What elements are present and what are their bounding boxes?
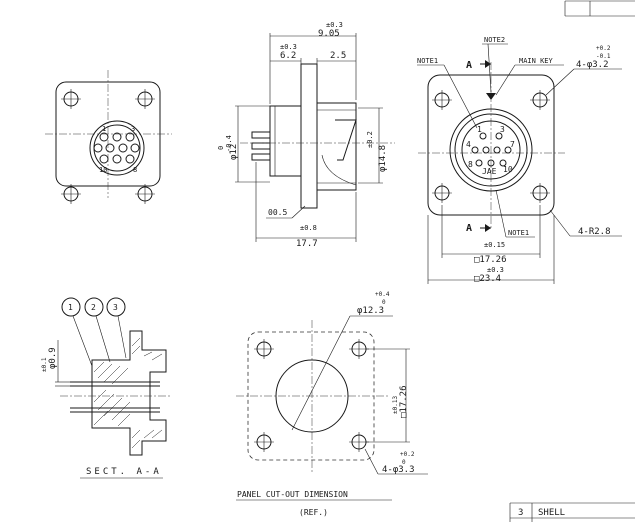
panel-cutout-view: +0.4 0 φ12.3 ±0.13 □17.26 +0.2 0 4-φ3.3 … <box>236 291 428 517</box>
section-title: SECT. A-A <box>86 467 162 477</box>
dim-cutout-holes: 4-φ3.3 <box>382 465 415 475</box>
pin-label: 1 <box>102 125 106 133</box>
front-view: 1 3 4 7 8 10 JAE NOTE1 NOTE2 MAIN KEY A … <box>417 36 622 284</box>
note1-label: NOTE1 <box>508 229 529 237</box>
mounting-hole <box>530 183 550 203</box>
dim-tolerance: ±0.15 <box>484 241 505 249</box>
dim-tolerance: -0.1 <box>596 53 611 60</box>
pin-label: 7 <box>510 140 515 149</box>
parts-row-number: 3 <box>518 508 523 518</box>
dim-tolerance: ±0.3 <box>326 21 343 29</box>
mounting-hole <box>254 432 274 452</box>
callout-balloon: 2 <box>84 297 111 363</box>
mounting-hole <box>432 90 452 110</box>
dim-tolerance: 0 <box>402 459 406 466</box>
contact-sockets <box>471 132 512 167</box>
dim-overall: 9.05 <box>318 29 340 39</box>
panel-ref: (REF.) <box>299 508 328 517</box>
mounting-hole <box>135 89 155 109</box>
dim-tolerance: +0.2 <box>400 451 415 458</box>
dim-tolerance: +0.4 <box>375 291 390 298</box>
title-block-fragment <box>564 0 635 17</box>
note2-label: NOTE2 <box>484 36 505 44</box>
dim-tolerance: -0.4 <box>225 135 233 152</box>
dim-thickness: 00.5 <box>268 208 287 217</box>
mounting-hole <box>61 89 81 109</box>
main-key-mark <box>486 93 496 100</box>
mounting-hole <box>530 90 550 110</box>
section-mark-a: A <box>466 60 472 71</box>
dim-pitch: □17.26 <box>474 255 507 265</box>
pin-label: 1 <box>477 125 482 134</box>
section-mark-a: A <box>466 223 472 234</box>
dim-tolerance: ±0.3 <box>487 266 504 274</box>
dim-flange: 6.2 <box>280 51 296 61</box>
panel-title: PANEL CUT-OUT DIMENSION <box>237 490 348 499</box>
dim-holes: 4-φ3.2 <box>576 60 609 70</box>
callout-balloon: 1 <box>61 297 93 367</box>
note1-label: NOTE1 <box>417 57 438 65</box>
dim-tolerance: ±0.3 <box>280 43 297 51</box>
dim-length: 17.7 <box>296 239 318 249</box>
dim-cutout-pitch: □17.26 <box>399 385 409 418</box>
dim-tolerance: ±0.8 <box>300 224 317 232</box>
dim-tolerance: 0 <box>382 299 386 306</box>
side-view: ±0.3 9.05 ±0.3 6.2 2.5 0 -0.4 φ12 ±0.2 φ… <box>217 21 395 249</box>
parts-table: 3 SHELL <box>509 502 635 522</box>
dim-contact-dia: φ0.9 <box>48 347 58 369</box>
dim-step: 2.5 <box>330 51 346 61</box>
dim-radius: 4-R2.8 <box>578 227 611 237</box>
mounting-hole <box>61 184 81 204</box>
section-hatch <box>93 337 163 449</box>
dim-tolerance: 0 <box>217 146 225 150</box>
main-key-label: MAIN KEY <box>519 57 554 65</box>
mounting-hole <box>432 183 452 203</box>
section-view: 1 2 3 <box>41 297 172 479</box>
pin-label: 8 <box>468 160 473 169</box>
mounting-hole <box>254 339 274 359</box>
dim-tolerance: +0.2 <box>596 45 611 52</box>
dim-tolerance: ±0.13 <box>392 396 399 414</box>
pin-label: 10 <box>503 165 513 174</box>
pin-label: 3 <box>500 125 505 134</box>
contact-pins <box>93 132 140 164</box>
svg-text:3: 3 <box>113 303 118 312</box>
dim-flange-size: □23.4 <box>474 274 501 284</box>
callout-balloon: 3 <box>106 297 127 359</box>
brand-mark: JAE <box>482 167 497 176</box>
svg-text:2: 2 <box>91 303 96 312</box>
mounting-hole <box>135 184 155 204</box>
rear-view: 1 3 10 8 <box>45 70 172 204</box>
pin-label: 3 <box>131 125 135 133</box>
svg-text:1: 1 <box>68 303 73 312</box>
dim-tolerance: ±0.2 <box>366 131 374 148</box>
parts-row-name: SHELL <box>538 508 565 518</box>
dim-dia12: φ12 <box>229 144 239 160</box>
dim-tolerance: ±0.1 <box>41 357 48 372</box>
pin-label: 10 <box>99 166 107 174</box>
pin-label: 8 <box>133 166 137 174</box>
dim-cutout-dia: φ12.3 <box>357 306 384 316</box>
pin-label: 4 <box>466 140 471 149</box>
dim-dia148: φ14.8 <box>378 145 388 172</box>
